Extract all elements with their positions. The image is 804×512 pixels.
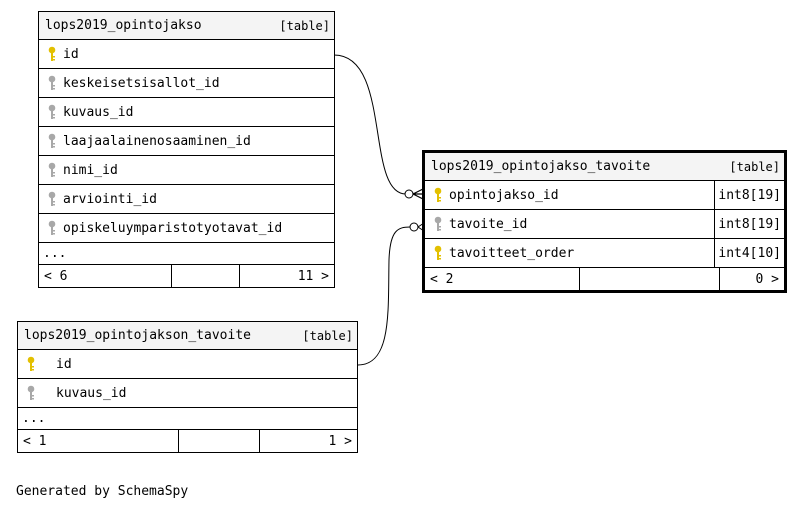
column-name: tavoitteet_order — [449, 245, 575, 261]
column-type: int8[19] — [714, 181, 784, 209]
table-kind: [table] — [729, 159, 780, 174]
relationship-line-tavoite — [357, 226, 411, 366]
gold-key-icon — [433, 187, 443, 203]
column-name: opintojakso_id — [449, 187, 559, 203]
footer-spacer — [172, 265, 240, 287]
footer-spacer — [580, 268, 720, 290]
column-row[interactable]: tavoite_id int8[19] — [425, 210, 784, 239]
column-row[interactable]: tavoitteet_order int4[10] — [425, 239, 784, 268]
column-type: int8[19] — [714, 210, 784, 238]
children-count[interactable]: 11 > — [297, 268, 329, 284]
gold-key-icon — [47, 46, 57, 62]
relationship-line-opintojakso — [333, 54, 407, 195]
more-columns-indicator: ... — [39, 243, 334, 265]
gray-key-icon — [47, 133, 57, 149]
table-header[interactable]: lops2019_opintojakso [table] — [39, 12, 334, 40]
gray-key-icon — [433, 216, 443, 232]
table-name: lops2019_opintojakson_tavoite — [24, 328, 251, 343]
gold-key-icon — [26, 356, 36, 372]
gray-key-icon — [47, 191, 57, 207]
column-name: laajaalainenosaaminen_id — [63, 133, 251, 149]
gold-key-icon — [433, 245, 443, 261]
gray-key-icon — [47, 75, 57, 91]
children-count[interactable]: 0 > — [755, 271, 779, 287]
optional-cardinality-marker — [404, 189, 414, 199]
column-row[interactable]: nimi_id — [39, 156, 334, 185]
table-header[interactable]: lops2019_opintojakso_tavoite [table] — [425, 153, 784, 181]
table-kind: [table] — [302, 328, 353, 343]
column-name: tavoite_id — [449, 216, 528, 232]
column-row[interactable]: kuvaus_id — [39, 98, 334, 127]
column-name: id — [63, 46, 79, 62]
column-name: keskeisetsisallot_id — [63, 75, 220, 91]
column-row[interactable]: id — [18, 350, 357, 379]
table-header[interactable]: lops2019_opintojakson_tavoite [table] — [18, 322, 357, 350]
table-footer: < 1 1 > — [18, 430, 357, 452]
parents-count[interactable]: < 2 — [425, 268, 580, 290]
column-row[interactable]: opiskeluymparistotyotavat_id — [39, 214, 334, 243]
column-type: int4[10] — [714, 239, 784, 267]
gray-key-icon — [47, 220, 57, 236]
column-row[interactable]: opintojakso_id int8[19] — [425, 181, 784, 210]
parents-count[interactable]: < 1 — [18, 430, 179, 452]
column-row[interactable]: laajaalainenosaaminen_id — [39, 127, 334, 156]
column-row[interactable]: keskeisetsisallot_id — [39, 69, 334, 98]
optional-cardinality-marker — [409, 222, 419, 232]
column-row[interactable]: arviointi_id — [39, 185, 334, 214]
many-cardinality-marker — [412, 188, 424, 200]
column-name: kuvaus_id — [63, 104, 134, 120]
column-name: opiskeluymparistotyotavat_id — [63, 220, 283, 236]
footer-spacer — [179, 430, 260, 452]
table-footer: < 6 11 > — [39, 265, 334, 287]
table-name: lops2019_opintojakso_tavoite — [431, 159, 651, 174]
parents-count[interactable]: < 6 — [39, 265, 172, 287]
column-name: nimi_id — [63, 162, 118, 178]
gray-key-icon — [47, 104, 57, 120]
column-name: kuvaus_id — [56, 385, 127, 401]
column-row[interactable]: id — [39, 40, 334, 69]
column-row[interactable]: kuvaus_id — [18, 379, 357, 408]
gray-key-icon — [26, 385, 36, 401]
generated-by-footer: Generated by SchemaSpy — [16, 484, 189, 499]
table-name: lops2019_opintojakso — [45, 18, 202, 33]
column-name: id — [56, 356, 72, 372]
column-name: arviointi_id — [63, 191, 157, 207]
gray-key-icon — [47, 162, 57, 178]
table-lops2019-opintojakso-tavoite[interactable]: lops2019_opintojakso_tavoite [table] opi… — [422, 150, 787, 293]
children-count[interactable]: 1 > — [328, 433, 352, 449]
table-footer: < 2 0 > — [425, 268, 784, 290]
table-kind: [table] — [279, 18, 330, 33]
more-columns-indicator: ... — [18, 408, 357, 430]
table-lops2019-opintojakso[interactable]: lops2019_opintojakso [table] id keskeiset… — [38, 11, 335, 288]
table-lops2019-opintojakson-tavoite[interactable]: lops2019_opintojakson_tavoite [table] id… — [17, 321, 358, 453]
